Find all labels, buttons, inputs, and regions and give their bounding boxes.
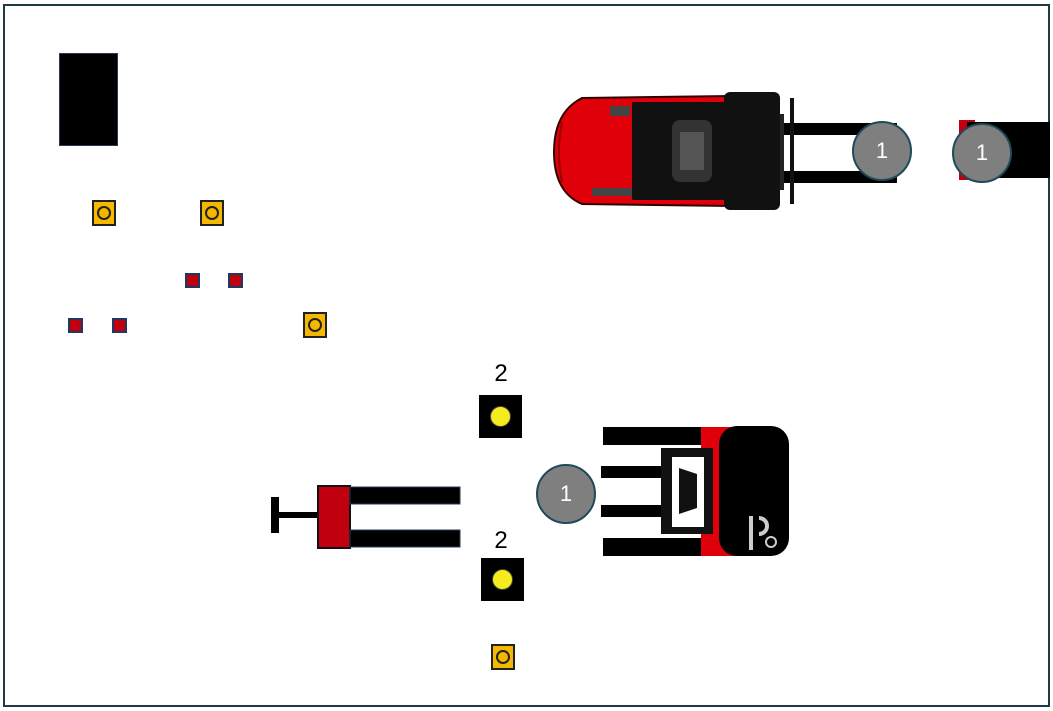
yellow-marker <box>491 644 515 670</box>
red-marker <box>112 318 127 333</box>
pallet-jack-icon <box>271 485 461 549</box>
vehicle-badge: 1 <box>952 123 1012 183</box>
ring-icon <box>308 318 322 332</box>
ring-icon <box>205 206 219 220</box>
light-dot-icon <box>492 569 513 590</box>
red-marker <box>228 273 243 288</box>
red-marker <box>68 318 83 333</box>
vehicle-badge: 1 <box>536 464 596 524</box>
forklift-bottom-icon <box>601 426 789 556</box>
station-label: 2 <box>494 527 508 554</box>
yellow-marker <box>200 200 224 226</box>
red-marker <box>185 273 200 288</box>
light-dot-icon <box>490 406 511 427</box>
ring-icon <box>496 650 510 664</box>
black-block <box>59 53 118 146</box>
station-light <box>479 395 522 438</box>
vehicle-badge: 1 <box>852 121 912 181</box>
station-light <box>481 558 524 601</box>
yellow-marker <box>92 200 116 226</box>
ring-icon <box>97 206 111 220</box>
station-label: 2 <box>494 360 508 387</box>
yellow-marker <box>303 312 327 338</box>
